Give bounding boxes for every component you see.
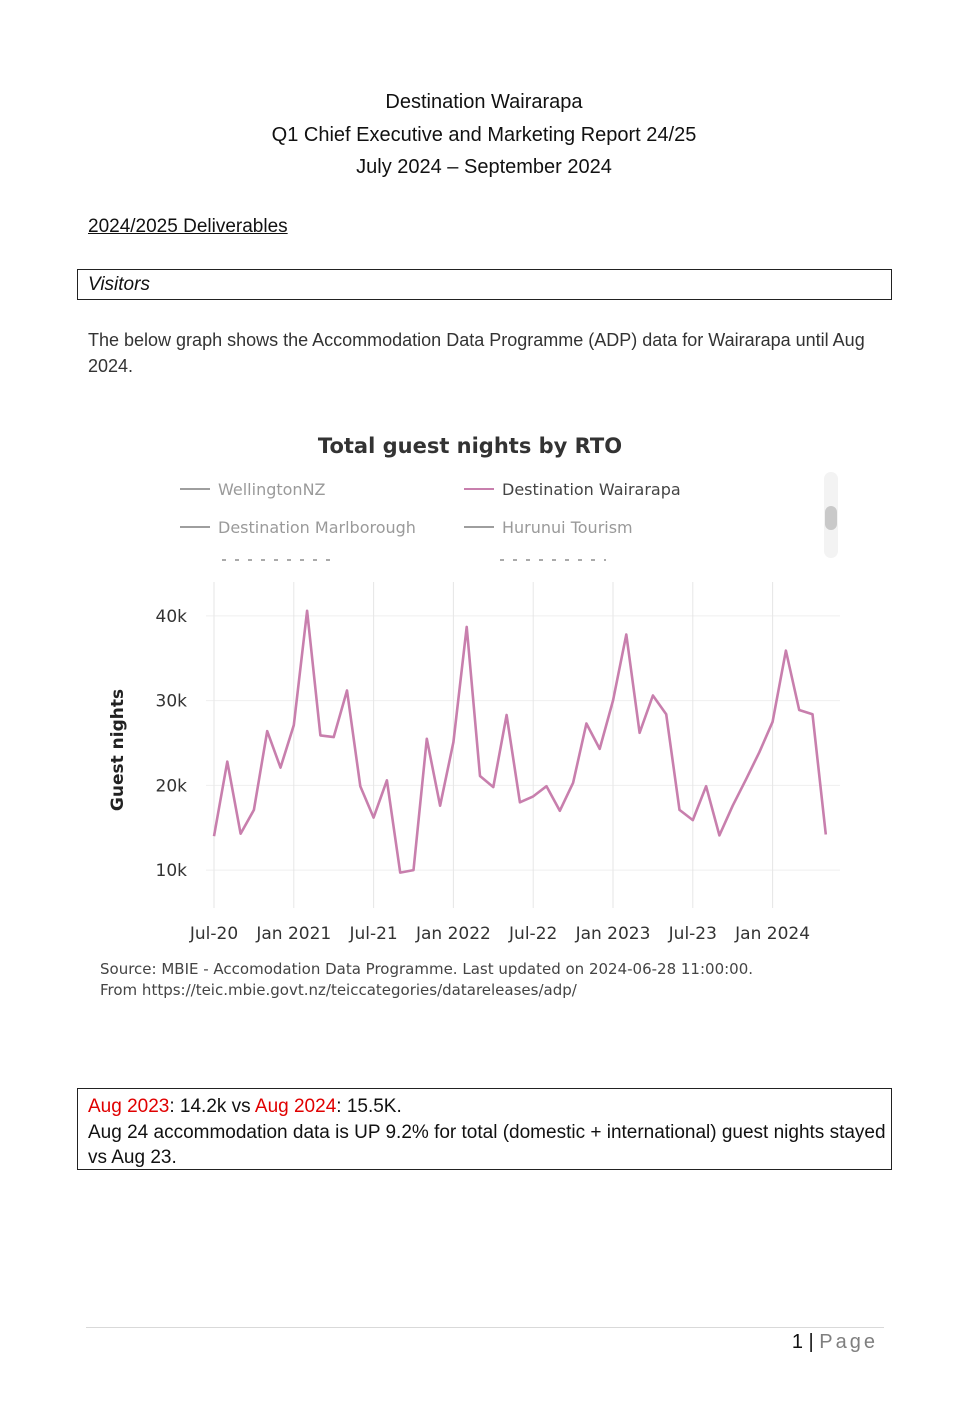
summary-value-b: : 15.5K. [336,1096,402,1117]
intro-paragraph: The below graph shows the Accommodation … [88,330,865,376]
page-word: Page [819,1331,878,1353]
section-title: Visitors [88,274,150,295]
x-tick-label: Jan 2023 [575,924,651,944]
legend-clip-mask [176,552,836,562]
summary-box: Aug 2023: 14.2k vs Aug 2024: 15.5K. Aug … [77,1088,892,1170]
chart-svg: Total guest nights by RTO WellingtonNZ De… [100,434,840,999]
summary-value-a: : 14.2k vs [169,1096,255,1117]
summary-label-aug24: Aug 2024 [254,1096,337,1117]
y-axis: 10k 20k 30k 40k [156,607,188,881]
y-tick-label: 20k [156,776,188,796]
x-axis: Jul-20 Jan 2021 Jul-21 Jan 2022 Jul-22 Jan 20… [189,924,810,944]
report-period: July 2024 – September 2024 [356,156,612,178]
summary-text: Aug 2023: 14.2k vs Aug 2024: 15.5K. Aug … [88,1094,888,1171]
legend-label: Hurunui Tourism [502,518,633,537]
section-box-visitors: Visitors [77,269,892,300]
summary-line2: Aug 24 accommodation data is UP 9.2% for… [88,1121,886,1169]
legend-label: Destination Marlborough [218,518,416,537]
page-separator: | [802,1331,820,1353]
org-title: Destination Wairarapa [385,91,583,113]
x-tick-label: Jan 2021 [255,924,331,944]
guest-nights-chart: Total guest nights by RTO WellingtonNZ De… [96,420,856,1020]
x-tick-label: Jul-23 [668,924,717,944]
chart-title: Total guest nights by RTO [318,434,622,458]
chart-series [212,609,828,874]
y-tick-label: 10k [156,861,188,881]
chart-legend: WellingtonNZ Destination WairarapaDestina… [176,480,836,562]
report-header: Destination Wairarapa Q1 Chief Executive… [0,86,968,184]
legend-scroll-thumb[interactable] [825,506,837,530]
y-axis-label: Guest nights [108,689,128,811]
chart-grid [206,582,840,908]
page-footer: 1 | Page [792,1331,878,1354]
chart-source-line1: Source: MBIE - Accomodation Data Program… [100,960,753,978]
x-tick-label: Jul-20 [189,924,238,944]
footer-divider [86,1327,884,1328]
legend-label: WellingtonNZ [218,480,326,499]
series-line-destination-wairarapa [212,609,828,874]
x-tick-label: Jul-21 [348,924,397,944]
y-tick-label: 30k [156,692,188,712]
report-title: Q1 Chief Executive and Marketing Report … [271,123,697,146]
x-tick-label: Jan 2022 [415,924,491,944]
summary-label-aug23: Aug 2023 [88,1096,170,1117]
page-number: 1 [791,1331,803,1353]
x-tick-label: Jan 2024 [734,924,810,944]
legend-label: Destination Wairarapa [502,480,681,499]
x-tick-label: Jul-22 [508,924,557,944]
y-tick-label: 40k [156,607,188,627]
legend-scrollbar[interactable] [824,472,838,558]
chart-source-line2: From https://teic.mbie.govt.nz/teiccateg… [100,981,578,999]
deliverables-heading: 2024/2025 Deliverables [88,216,288,237]
summary-line1: Aug 2023: 14.2k vs Aug 2024: 15.5K. [88,1094,888,1120]
